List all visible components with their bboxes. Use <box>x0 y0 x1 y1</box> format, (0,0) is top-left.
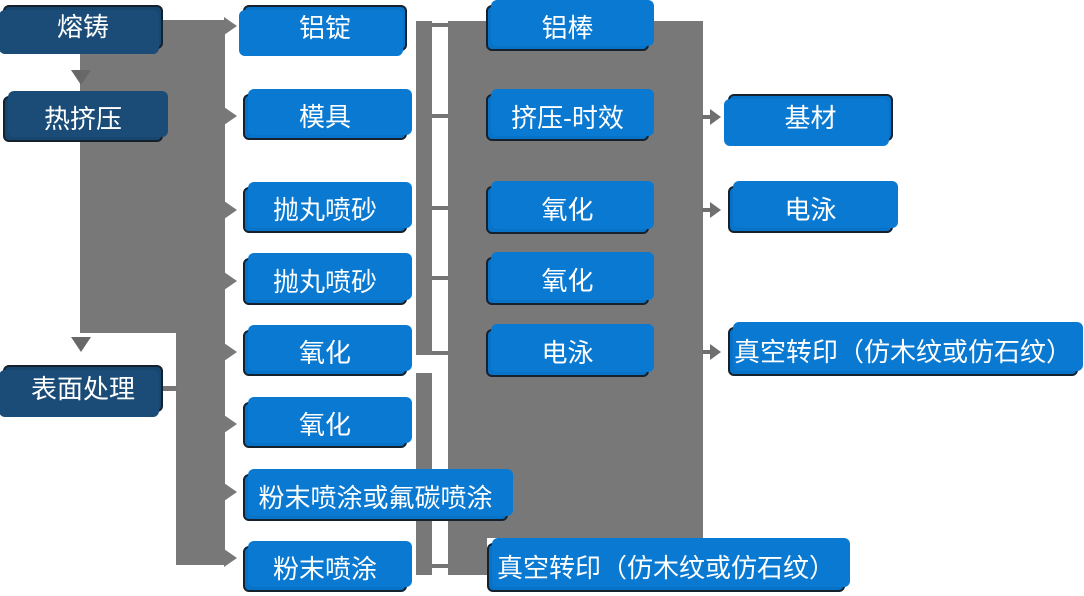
node-oxidation-3: 氧化 <box>486 186 649 234</box>
arrow-to-oxidation-2 <box>224 415 237 433</box>
arrow-to-powder-or-fluorocarbon <box>224 483 237 501</box>
node-vacuum-transfer-print-2: 真空转印（仿木纹或仿石纹） <box>728 327 1078 376</box>
left-band-upper <box>80 20 225 333</box>
node-electrophoresis-1: 电泳 <box>486 329 649 377</box>
node-oxidation-1: 氧化 <box>243 330 407 376</box>
node-aluminum-rod: 铝棒 <box>486 5 649 51</box>
bar-stub-row8 <box>432 564 448 568</box>
arrow-to-powder-spray <box>224 549 237 567</box>
surface-treatment-connector-stub <box>163 386 177 391</box>
stem-to-electrophoresis <box>702 208 711 212</box>
arrow-to-shot-blast-2 <box>224 272 237 290</box>
arrow-to-vacuum-transfer <box>710 344 721 360</box>
node-surface-treatment: 表面处理 <box>3 365 163 412</box>
node-powder-or-fluorocarbon-spray: 粉末喷涂或氟碳喷涂 <box>243 474 508 521</box>
node-base-material: 基材 <box>728 94 893 141</box>
stem-to-base-material <box>702 115 711 119</box>
arrow-to-oxidation-1 <box>224 343 237 361</box>
arrow-to-shot-blast-1 <box>224 201 237 219</box>
middle-bar-upper <box>416 21 432 355</box>
node-melting-casting: 熔铸 <box>3 5 163 49</box>
down-arrow-to-hot-extrusion <box>71 70 91 85</box>
bar-stub-row2 <box>432 114 448 118</box>
node-oxidation-4: 氧化 <box>486 257 649 305</box>
arrow-to-aluminum-ingot <box>224 17 237 35</box>
node-powder-spray: 粉末喷涂 <box>243 546 407 592</box>
node-oxidation-2: 氧化 <box>243 402 407 448</box>
arrow-to-electrophoresis <box>710 202 721 218</box>
bar-stub-row5 <box>432 351 448 355</box>
bar-stub-row4 <box>432 276 448 280</box>
node-electrophoresis-2: 电泳 <box>728 186 893 233</box>
stem-to-vacuum-transfer <box>702 350 711 354</box>
node-vacuum-transfer-print-1: 真空转印（仿木纹或仿石纹） <box>487 543 845 592</box>
node-extrusion-aging: 挤压-时效 <box>486 94 649 141</box>
node-hot-extrusion: 热挤压 <box>3 96 163 142</box>
center-block-foot <box>448 538 487 575</box>
node-aluminum-ingot: 铝锭 <box>243 5 407 51</box>
arrow-to-mold <box>224 107 237 125</box>
node-shot-blast-sand-1: 抛丸喷砂 <box>243 187 407 233</box>
arrow-to-base-material <box>710 109 721 125</box>
down-arrow-to-surface-treatment <box>71 337 91 352</box>
node-shot-blast-sand-2: 抛丸喷砂 <box>243 258 407 305</box>
bar-stub-row3 <box>432 206 448 210</box>
node-mold: 模具 <box>243 94 407 140</box>
bar-stub-row1 <box>432 23 448 27</box>
left-band-lower <box>176 333 225 565</box>
